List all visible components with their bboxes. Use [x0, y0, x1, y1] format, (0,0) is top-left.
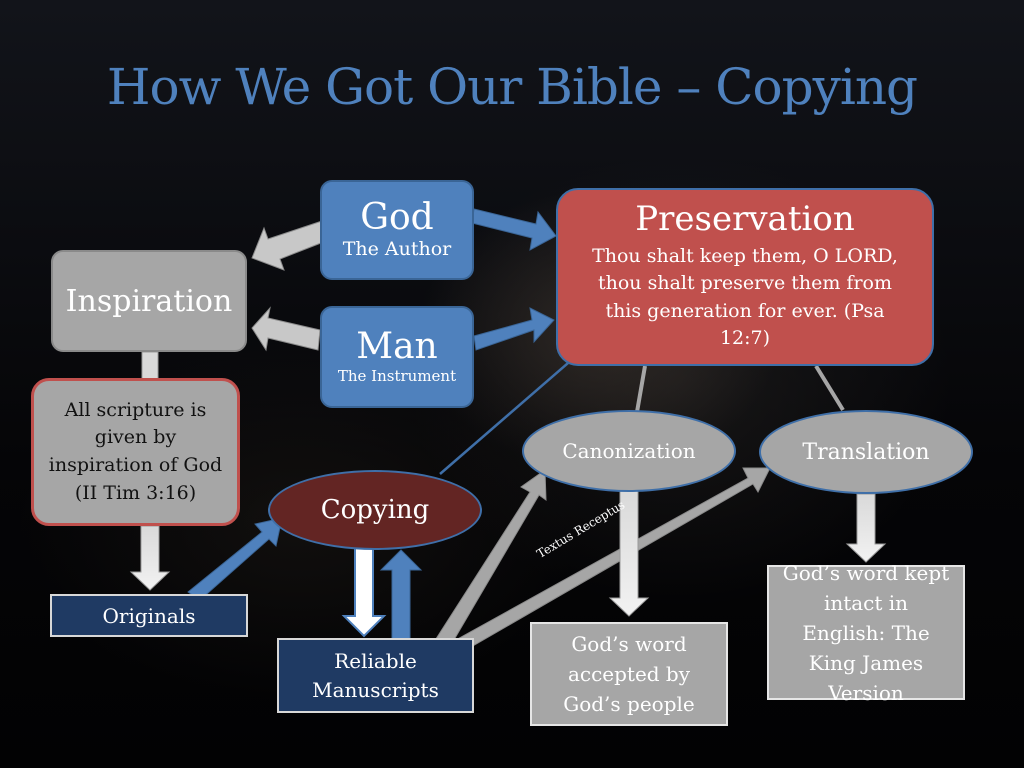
node-kjv-text: God’s word kept intact in English: The K…	[782, 560, 950, 705]
node-kjv: God’s word kept intact in English: The K…	[767, 561, 965, 705]
node-translation-label: Translation	[802, 439, 930, 465]
arrow-copying-manuscripts	[341, 545, 387, 638]
node-scripture: All scripture is given by inspiration of…	[31, 378, 240, 526]
node-god: God The Author	[320, 180, 474, 280]
node-manuscripts-label: Reliable Manuscripts	[312, 648, 439, 702]
node-originals-label: Originals	[102, 603, 196, 628]
node-originals: Originals	[50, 594, 248, 637]
node-man: Man The Instrument	[320, 306, 474, 408]
arrow-manuscripts-canonization	[433, 469, 547, 651]
node-man-sub: The Instrument	[337, 367, 457, 386]
node-canonization: Canonization	[522, 410, 736, 492]
slide-title: How We Got Our Bible – Copying	[106, 58, 918, 116]
arrow-man-inspiration	[251, 306, 321, 352]
node-manuscripts: Reliable Manuscripts	[277, 638, 474, 713]
node-god-sub: The Author	[342, 238, 452, 261]
node-preservation-text: Thou shalt keep them, O LORD, thou shalt…	[592, 244, 898, 350]
node-accepted: God’s word accepted by God’s people	[530, 622, 728, 726]
arrow-manuscripts-copying	[379, 549, 423, 641]
arrow-scripture-originals	[129, 525, 171, 591]
node-accepted-text: God’s word accepted by God’s people	[563, 632, 695, 716]
node-inspiration: Inspiration	[51, 250, 247, 352]
arrow-originals-copying	[187, 517, 283, 601]
node-copying-label: Copying	[320, 495, 430, 525]
arrow-man-preservation	[473, 307, 555, 351]
node-preservation: Preservation Thou shalt keep them, O LOR…	[556, 188, 934, 366]
node-man-label: Man	[356, 326, 438, 368]
node-inspiration-label: Inspiration	[65, 283, 233, 319]
arrow-god-preservation	[471, 208, 557, 251]
line-preservation-canonization	[635, 365, 647, 413]
node-translation: Translation	[759, 410, 973, 494]
node-copying: Copying	[268, 470, 482, 550]
node-preservation-label: Preservation	[635, 199, 855, 240]
arrow-god-inspiration-shape	[251, 220, 327, 271]
node-god-label: God	[360, 196, 434, 238]
arrow-translation-kjv	[845, 493, 887, 563]
arrow-manuscripts-translation	[444, 467, 771, 659]
line-preservation-translation	[814, 364, 845, 412]
bar-inspiration-scripture	[141, 351, 159, 381]
node-scripture-text: All scripture is given by inspiration of…	[48, 398, 223, 504]
arrow-canonization-accepted	[608, 489, 650, 617]
node-canonization-label: Canonization	[562, 439, 696, 463]
